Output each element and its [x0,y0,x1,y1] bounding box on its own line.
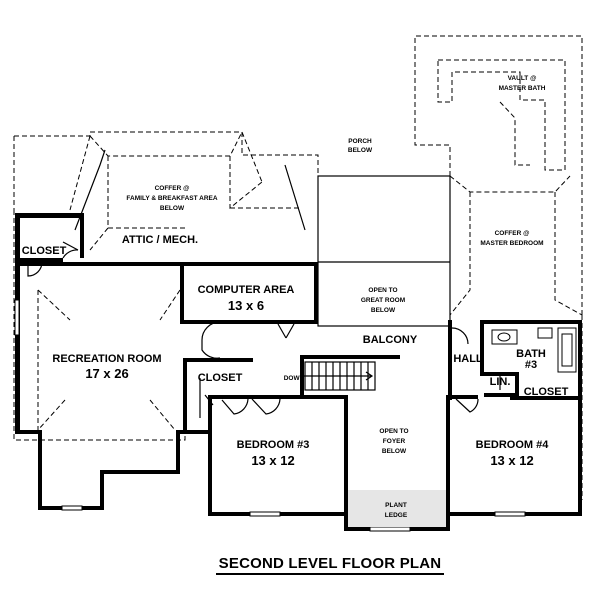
labels: PORCH BELOW VAULT @ MASTER BATH COFFER @… [22,75,569,572]
bedroom3-name: BEDROOM #3 [237,439,310,451]
open-great-3: BELOW [371,307,396,314]
porch-label-2: BELOW [348,147,373,154]
bath-fixtures [491,327,577,373]
open-foyer-1: OPEN TO [379,428,408,435]
vault-label-2: MASTER BATH [499,85,546,92]
attic-label: ATTIC / MECH. [122,234,198,246]
balcony-label: BALCONY [363,334,418,346]
recreation-room-name: RECREATION ROOM [52,353,161,365]
windows [14,299,526,532]
lin-label: LIN. [490,376,511,388]
coffer-family-1: COFFER @ [155,185,190,192]
attic-hip-lines [74,149,306,231]
coffer-family-2: FAMILY & BREAKFAST AREA [126,195,217,202]
hall-label: HALL [453,353,483,365]
recreation-room-size: 17 x 26 [85,366,128,381]
open-foyer-3: BELOW [382,448,407,455]
closet-right-label: CLOSET [524,386,569,398]
staircase [300,361,376,391]
porch-label-1: PORCH [348,138,372,145]
door-swings [27,241,501,418]
down-label: DOWN [284,375,305,382]
open-great-2: GREAT ROOM [361,297,405,304]
bedroom4-name: BEDROOM #4 [476,439,550,451]
closet-mid-label: CLOSET [198,372,243,384]
open-great-1: OPEN TO [368,287,397,294]
plan-title: SECOND LEVEL FLOOR PLAN [219,555,442,572]
plant-ledge-2: LEDGE [385,512,408,519]
bath3-line1: BATH [516,348,546,360]
open-area-great-room [317,175,451,327]
bath3-line2: #3 [525,359,537,371]
computer-area-size: 13 x 6 [228,298,264,313]
bedroom3-size: 13 x 12 [251,453,294,468]
closet-left-label: CLOSET [22,245,67,257]
coffer-master-1: COFFER @ [495,230,530,237]
roofline-dashed [13,35,583,500]
plant-ledge-1: PLANT [385,502,407,509]
computer-area-name: COMPUTER AREA [198,284,295,296]
plant-ledge [348,490,446,527]
bedroom4-size: 13 x 12 [490,453,533,468]
open-foyer-2: FOYER [383,438,406,445]
coffer-family-3: BELOW [160,205,185,212]
coffer-master-2: MASTER BEDROOM [480,240,543,247]
vault-label-1: VAULT @ [508,75,537,82]
